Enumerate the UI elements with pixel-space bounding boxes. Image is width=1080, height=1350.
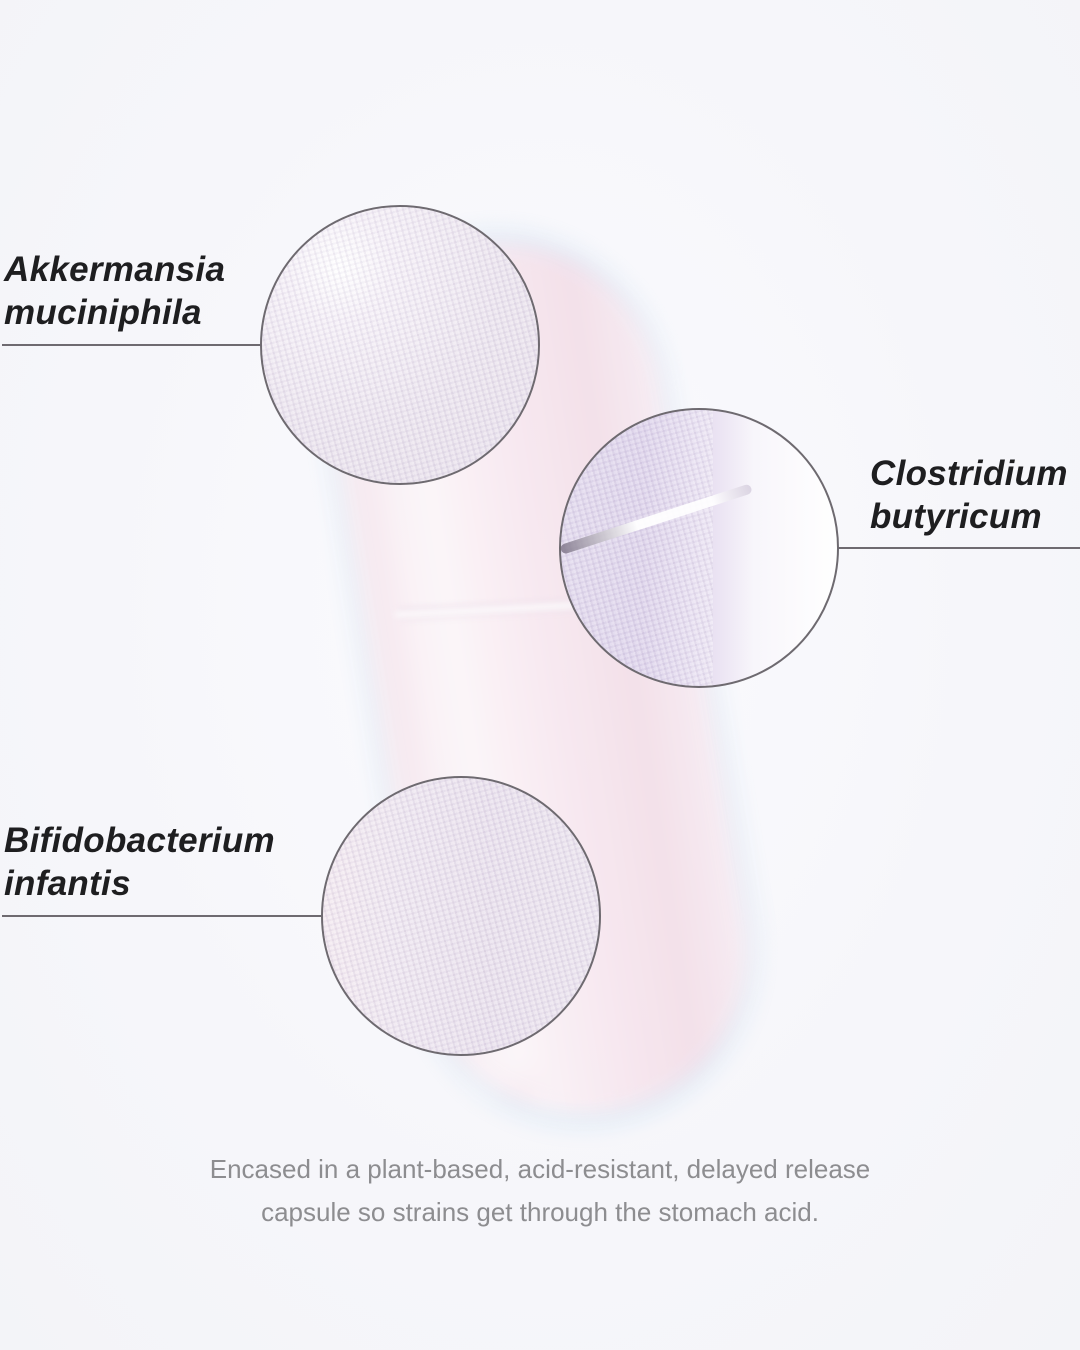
capsule-description: Encased in a plant-based, acid-resistant… <box>0 1148 1080 1234</box>
strain-label-clostridium: Clostridium butyricum <box>870 452 1068 538</box>
strain-name-line2: butyricum <box>870 497 1042 536</box>
magnifier-lens-akkermansia <box>260 205 540 485</box>
leader-line-akkermansia <box>2 344 262 346</box>
strain-name-line1: Bifidobacterium <box>4 821 275 860</box>
strain-label-akkermansia: Akkermansia muciniphila <box>4 248 225 334</box>
strain-name-line2: muciniphila <box>4 293 202 332</box>
caption-line1: Encased in a plant-based, acid-resistant… <box>209 1154 871 1184</box>
leader-line-clostridium <box>838 547 1080 549</box>
magnifier-lens-bifidobacterium <box>321 776 601 1056</box>
strain-name-line1: Akkermansia <box>4 250 226 289</box>
caption-line2: capsule so strains get through the stoma… <box>261 1197 819 1227</box>
strain-name-line2: infantis <box>4 864 131 903</box>
strain-name-line1: Clostridium <box>870 454 1068 493</box>
leader-line-bifidobacterium <box>2 915 323 917</box>
magnifier-lens-clostridium <box>559 408 839 688</box>
strain-label-bifidobacterium: Bifidobacterium infantis <box>4 819 275 905</box>
